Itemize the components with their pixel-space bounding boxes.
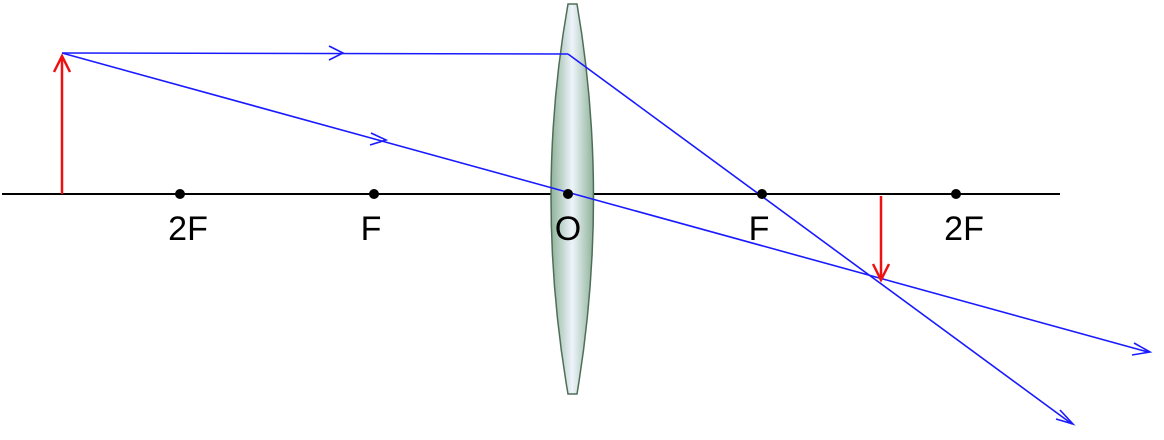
object-arrowhead bbox=[52, 53, 72, 73]
label-2f-right: 2F bbox=[944, 210, 984, 248]
point-2f-left bbox=[175, 189, 185, 199]
ray-arrowhead-4 bbox=[1055, 409, 1076, 426]
label-2f-left: 2F bbox=[168, 210, 208, 248]
label-optical-center: O bbox=[554, 210, 582, 248]
point-f-left bbox=[369, 189, 379, 199]
ray-arrowhead-3 bbox=[1131, 342, 1153, 356]
point-optical-center bbox=[563, 189, 573, 199]
label-f-left: F bbox=[360, 210, 382, 248]
point-f-right bbox=[757, 189, 767, 199]
ray-arrowhead-2 bbox=[369, 132, 389, 146]
ray-arrowhead-1 bbox=[328, 45, 345, 61]
ray-parallel-incident bbox=[61, 52, 569, 55]
point-2f-right bbox=[951, 189, 961, 199]
convex-lens bbox=[550, 3, 595, 395]
label-f-right: F bbox=[748, 210, 770, 248]
ray-parallel-refracted bbox=[567, 53, 1073, 425]
image-arrowhead bbox=[871, 263, 891, 283]
ray-central bbox=[61, 52, 1149, 353]
